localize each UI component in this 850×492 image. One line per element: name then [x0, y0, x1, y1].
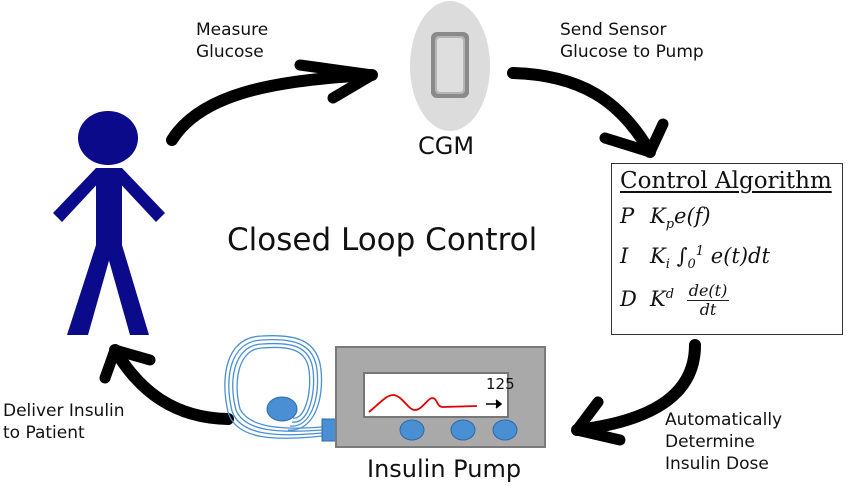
- pump-button[interactable]: [450, 419, 476, 441]
- person-right-leg: [106, 245, 149, 335]
- person-right-arm: [115, 168, 165, 222]
- trend-arrow-icon: [486, 399, 503, 409]
- pump-display-value: 125: [486, 375, 515, 393]
- algorithm-title: Control Algorithm: [620, 168, 832, 194]
- cgm-sensor-icon: [410, 1, 490, 131]
- arrow-deliver-insulin-head: [99, 344, 156, 384]
- person-torso: [96, 168, 122, 250]
- edge-label-line: Automatically: [665, 410, 783, 430]
- edge-label-line: Glucose to Pump: [560, 42, 704, 62]
- integral-lower-bound: 0: [687, 257, 696, 273]
- arrow-measure-glucose: [166, 69, 378, 146]
- person-left-leg: [67, 245, 112, 335]
- edge-label-deliver-insulin: Deliver Insulin to Patient: [3, 400, 125, 444]
- arrow-deliver-insulin: [109, 344, 234, 425]
- gain-symbol: K: [650, 287, 666, 311]
- edge-label-line: Send Sensor: [560, 20, 667, 40]
- pump-screen: [363, 372, 509, 418]
- edge-label-line: Insulin Dose: [665, 454, 769, 474]
- gain-subscript: p: [665, 217, 675, 233]
- term-key: P: [620, 204, 635, 228]
- gain-superscript: d: [665, 287, 675, 302]
- insulin-pump-icon: [335, 346, 546, 448]
- gain-subscript: i: [665, 257, 670, 273]
- glucose-trace: [368, 394, 478, 413]
- edge-label-measure-glucose: Measure Glucose: [196, 19, 268, 63]
- integral-upper-bound: 1: [695, 244, 705, 259]
- term-key: I: [620, 244, 629, 268]
- diagram-title: Closed Loop Control: [227, 222, 538, 258]
- arrow-send-sensor-head: [599, 118, 669, 158]
- derivative-fraction: de(t)dt: [686, 281, 730, 319]
- arrow-determine-dose: [571, 339, 701, 436]
- arrow-measure-glucose-head: [294, 59, 378, 104]
- arrow-determine-dose-head: [571, 396, 626, 446]
- edge-label-line: to Patient: [3, 423, 85, 443]
- person-icon: [53, 111, 165, 335]
- arrow-send-sensor: [507, 67, 656, 158]
- person-head: [78, 111, 138, 165]
- person-left-arm: [53, 168, 103, 222]
- pump-label: Insulin Pump: [367, 455, 522, 483]
- edge-label-line: Glucose: [196, 42, 264, 62]
- gain-symbol: K: [650, 244, 666, 268]
- term-key: D: [620, 287, 637, 311]
- edge-label-line: Determine: [665, 432, 755, 452]
- term-expression: e(f): [674, 204, 711, 228]
- term-expression: e(t)dt: [710, 244, 770, 268]
- infusion-tubing-icon: [224, 335, 323, 439]
- cgm-label: CGM: [418, 132, 475, 160]
- integral-symbol: ∫: [676, 244, 688, 268]
- fraction-denominator: dt: [699, 300, 717, 319]
- edge-label-line: Measure: [196, 20, 269, 40]
- infusion-site-icon: [266, 396, 298, 422]
- tubing-connector: [321, 418, 337, 442]
- edge-label-line: Deliver Insulin: [3, 401, 125, 421]
- gain-symbol: K: [650, 204, 666, 228]
- pump-button[interactable]: [399, 419, 425, 441]
- edge-label-determine-dose: Automatically Determine Insulin Dose: [665, 409, 782, 475]
- fraction-numerator: de(t): [686, 281, 730, 301]
- pump-button[interactable]: [492, 419, 518, 441]
- edge-label-send-sensor: Send Sensor Glucose to Pump: [560, 19, 704, 63]
